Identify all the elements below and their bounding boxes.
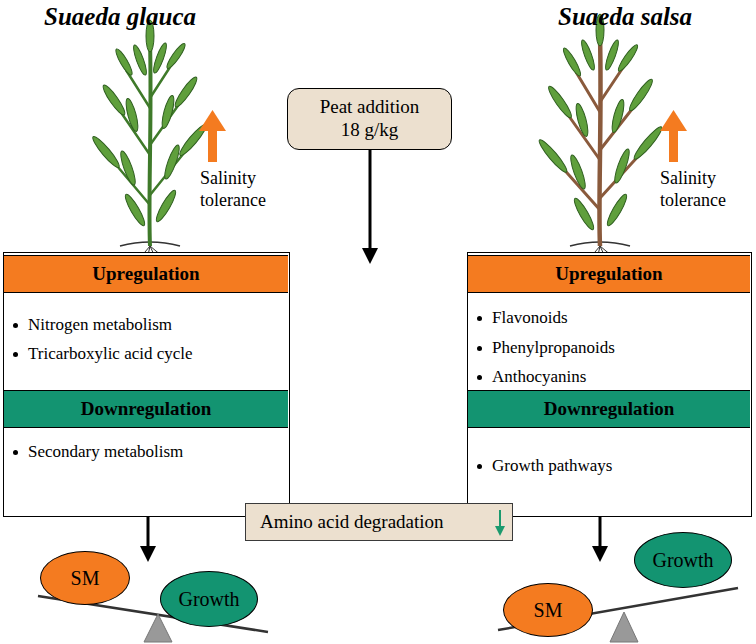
bullet-dot	[477, 464, 482, 469]
bullet-dot	[477, 316, 482, 321]
balance-ellipse: Growth	[634, 532, 732, 588]
regulation-band: Downregulation	[468, 390, 750, 428]
bullet-dot	[13, 450, 18, 455]
node-text: Downregulation	[81, 398, 212, 421]
species-name: Suaeda glauca	[44, 2, 196, 32]
node-text: Peat addition 18 g/kg	[309, 96, 431, 142]
response-panel: FlavonoidsPhenylpropanoidsAnthocyaninsGr…	[467, 252, 752, 517]
node-text: Amino acid degradation	[260, 511, 444, 534]
list-item: Phenylpropanoids	[492, 338, 615, 358]
regulation-band: Upregulation	[4, 255, 288, 293]
node-text: SM	[534, 598, 563, 622]
list-item: Nitrogen metabolism	[28, 315, 172, 335]
balance-ellipse: Growth	[160, 571, 258, 627]
bullet-dot	[13, 323, 18, 328]
list-item: Flavonoids	[492, 308, 568, 328]
node-text: Growth	[652, 548, 713, 572]
species-name: Suaeda salsa	[558, 2, 692, 32]
regulation-band: Upregulation	[468, 255, 750, 293]
effect-box: Amino acid degradation	[245, 503, 513, 541]
bullet-dot	[13, 352, 18, 357]
bullet-dot	[477, 375, 482, 380]
list-item: Anthocyanins	[492, 367, 586, 387]
list-item: Secondary metabolism	[28, 442, 183, 462]
balance-ellipse: SM	[503, 583, 593, 637]
trait-label: Salinity tolerance	[660, 168, 740, 211]
node-text: Growth	[178, 587, 239, 611]
trait-label: Salinity tolerance	[200, 168, 280, 211]
list-item: Tricarboxylic acid cycle	[28, 344, 193, 364]
node-text: Upregulation	[92, 263, 199, 286]
node-text: Downregulation	[544, 398, 675, 421]
plant-illustration	[536, 14, 664, 260]
response-panel: Nitrogen metabolismTricarboxylic acid cy…	[3, 252, 290, 517]
node-text: Upregulation	[555, 263, 662, 286]
list-item: Growth pathways	[492, 456, 612, 476]
plant-illustration	[90, 20, 209, 260]
bullet-dot	[477, 346, 482, 351]
treatment-box: Peat addition 18 g/kg	[287, 88, 452, 150]
balance-seesaw	[38, 588, 738, 642]
regulation-band: Downregulation	[4, 390, 288, 428]
node-text: SM	[71, 566, 100, 590]
balance-ellipse: SM	[40, 551, 130, 605]
